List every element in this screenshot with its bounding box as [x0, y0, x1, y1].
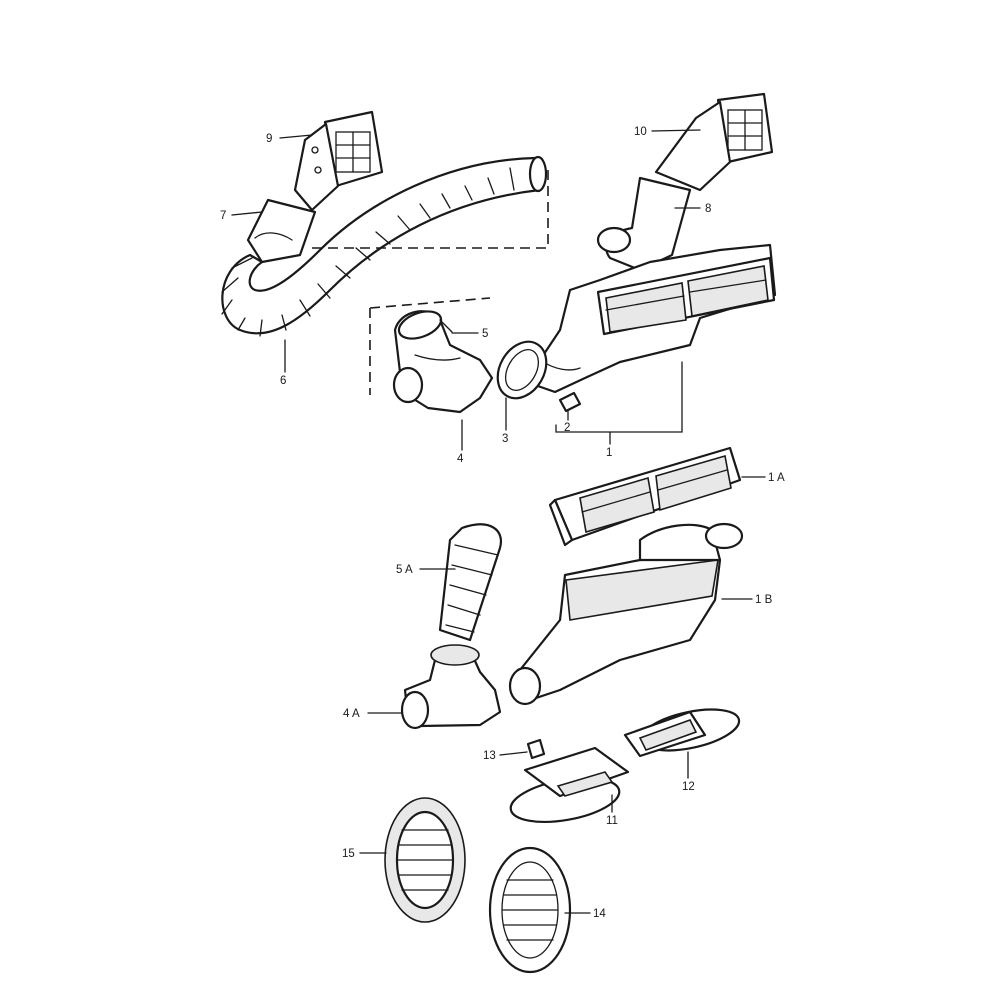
part-11-floor-vent: [509, 746, 630, 823]
part-5-clamp: [397, 310, 453, 340]
callout-15: 15: [342, 848, 355, 860]
callout-9: 9: [266, 133, 272, 145]
part-9-vent-left: [293, 110, 384, 212]
callout-14: 14: [593, 908, 606, 920]
part-14-grille: [488, 846, 572, 974]
callout-1A: 1 A: [768, 472, 785, 484]
part-2-clip: [558, 391, 582, 413]
callout-4: 4: [457, 453, 464, 465]
callout-5: 5: [482, 328, 488, 340]
part-1A-vent: [548, 446, 742, 547]
part-13-clip: [526, 738, 546, 760]
callout-1B: 1 B: [755, 594, 773, 606]
dashed-assembly-lines: [312, 170, 549, 395]
part-7-elbow-left: [246, 198, 317, 264]
callout-7: 7: [220, 210, 226, 222]
part-8-elbow-right: [596, 176, 692, 272]
callout-3: 3: [502, 433, 508, 445]
part-4A-tee: [400, 644, 502, 730]
part-15-grille: [384, 797, 466, 923]
callout-6: 6: [280, 375, 286, 387]
part-12-floor-vent: [623, 708, 741, 758]
callout-1: 1: [606, 447, 612, 459]
callout-13: 13: [483, 750, 496, 762]
part-3-gasket: [496, 340, 548, 400]
part-10-vent-right: [654, 92, 774, 192]
leader-lines: [231, 129, 766, 914]
callout-4A: 4 A: [343, 708, 360, 720]
part-1B-duct: [508, 522, 744, 706]
callout-11: 11: [606, 815, 618, 827]
callout-2: 2: [564, 422, 570, 434]
callout-8: 8: [705, 203, 711, 215]
callout-10: 10: [634, 126, 647, 138]
callout-12: 12: [682, 781, 695, 793]
callout-labels: 9 7 6 10 8 5 4 3 2 1 1 A 1 B 5 A 4 A 13 …: [220, 126, 785, 920]
part-6-flex-hose: [221, 155, 548, 337]
part-1-upper-duct: [533, 243, 777, 394]
part-5A-hose: [438, 523, 503, 642]
callout-5A: 5 A: [396, 564, 413, 576]
